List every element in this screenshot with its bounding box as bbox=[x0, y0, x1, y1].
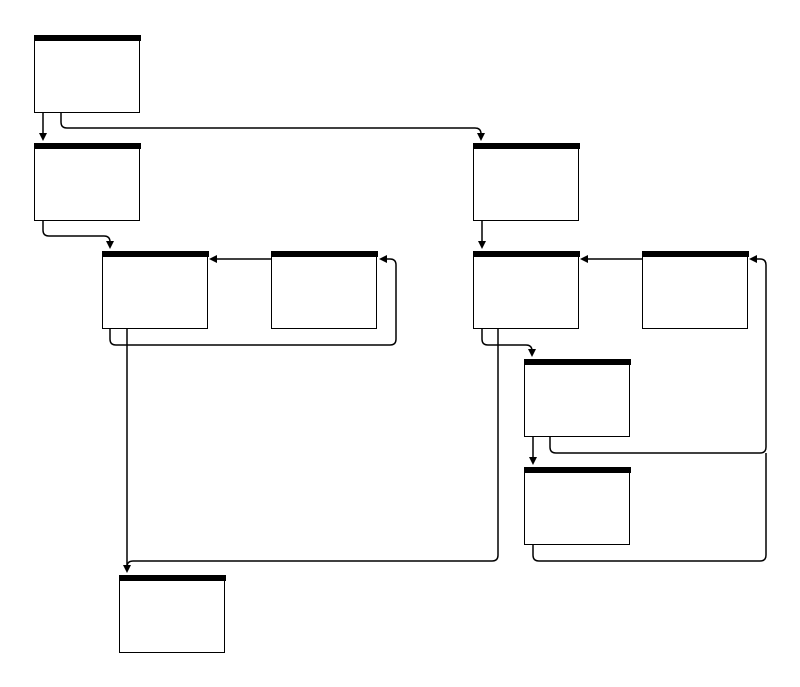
edge-n1-n5 bbox=[60, 113, 485, 141]
node-n6 bbox=[472, 250, 580, 329]
edge-n6-n8 bbox=[481, 329, 536, 357]
node-header bbox=[101, 250, 209, 257]
node-header bbox=[523, 358, 631, 365]
edge-n9-n7 bbox=[532, 453, 767, 562]
node-n3 bbox=[101, 250, 209, 329]
edge-n6-n10 bbox=[126, 329, 499, 568]
edge-n2-n3 bbox=[42, 221, 114, 249]
node-header bbox=[472, 250, 580, 257]
node-header bbox=[118, 574, 226, 581]
node-n9 bbox=[523, 466, 631, 545]
node-n2 bbox=[33, 142, 141, 221]
node-header bbox=[641, 250, 749, 257]
node-n8 bbox=[523, 358, 631, 437]
edge-n8-n7 bbox=[549, 255, 767, 454]
node-header bbox=[33, 34, 141, 41]
node-n1 bbox=[33, 34, 141, 113]
node-n7 bbox=[641, 250, 749, 329]
edge-n3-n4 bbox=[109, 255, 397, 346]
node-header bbox=[33, 142, 141, 149]
node-header bbox=[523, 466, 631, 473]
node-header bbox=[270, 250, 378, 257]
node-header bbox=[472, 142, 580, 149]
node-n4 bbox=[270, 250, 378, 329]
node-n5 bbox=[472, 142, 580, 221]
node-n10 bbox=[118, 574, 226, 653]
